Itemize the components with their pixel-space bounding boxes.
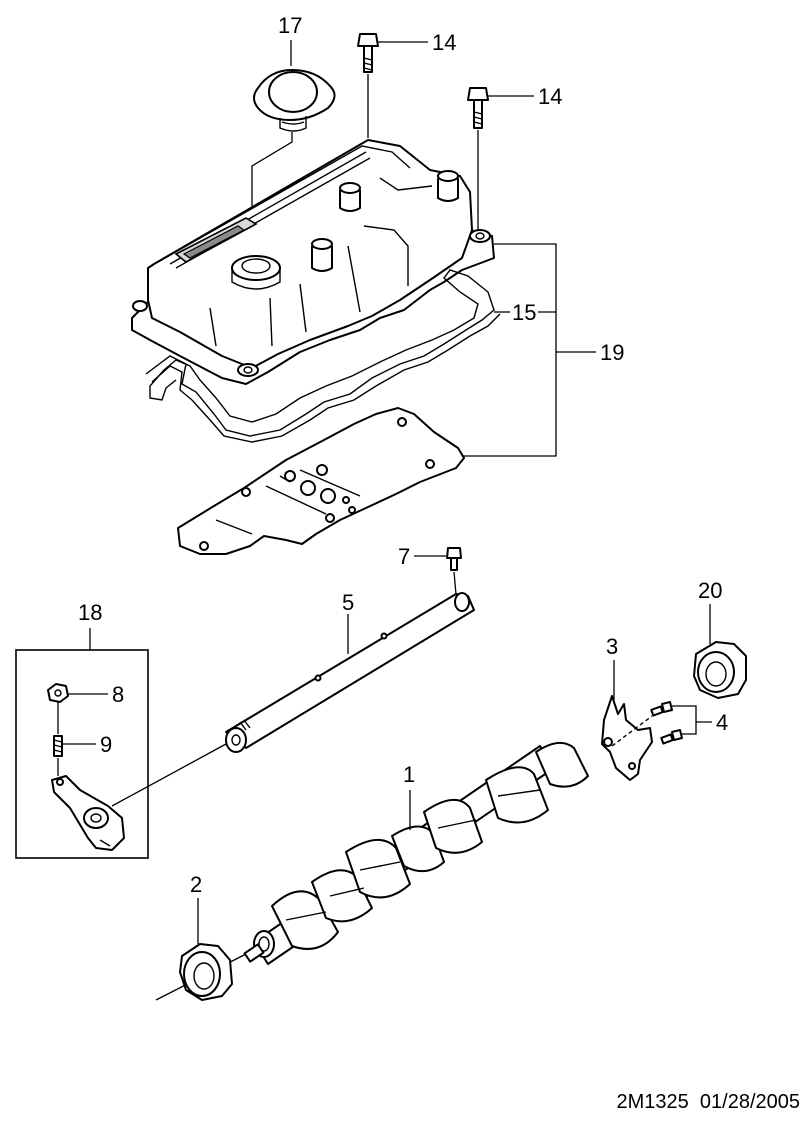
- bolts-4: [650, 701, 683, 745]
- rocker-arm: [51, 775, 125, 851]
- bolt-7: [446, 547, 462, 571]
- rocker-shaft: [225, 592, 475, 753]
- callout-1: 1: [403, 762, 415, 787]
- diagram-footer: 2M1325 01/28/2005: [616, 1091, 800, 1114]
- baffle-plate: [177, 407, 465, 555]
- seal-2: [179, 943, 233, 1001]
- thrust-plate-3: [601, 695, 653, 781]
- callout-14-side: 14: [538, 84, 562, 109]
- diagram-code: 2M1325: [616, 1091, 689, 1113]
- callout-4: 4: [716, 710, 728, 735]
- callout-14-top: 14: [432, 30, 456, 55]
- callout-20: 20: [698, 578, 722, 603]
- valve-cover: [131, 139, 495, 385]
- callout-5: 5: [342, 590, 354, 615]
- bolt-14-right: [467, 87, 489, 129]
- callout-19: 19: [600, 340, 624, 365]
- nut-8: [47, 683, 69, 703]
- leader-4: [672, 705, 712, 735]
- camshaft: [243, 741, 589, 965]
- callout-17: 17: [278, 13, 302, 38]
- callout-9: 9: [100, 732, 112, 757]
- callout-15: 15: [512, 300, 536, 325]
- leader-shaft-arm: [111, 743, 227, 807]
- callout-8: 8: [112, 682, 124, 707]
- adjust-screw-9: [53, 735, 63, 757]
- oil-filler-cap: [253, 69, 336, 132]
- valve-cover-gasket: [145, 269, 501, 443]
- callout-2: 2: [190, 872, 202, 897]
- seal-20: [693, 641, 747, 699]
- diagram-date: 01/28/2005: [699, 1091, 800, 1113]
- callout-18: 18: [78, 600, 102, 625]
- rocker-arm-kit-box: [15, 649, 149, 859]
- leader-19: [462, 243, 557, 457]
- callout-3: 3: [606, 634, 618, 659]
- bolt-14-left: [357, 33, 379, 73]
- callout-7: 7: [398, 544, 410, 569]
